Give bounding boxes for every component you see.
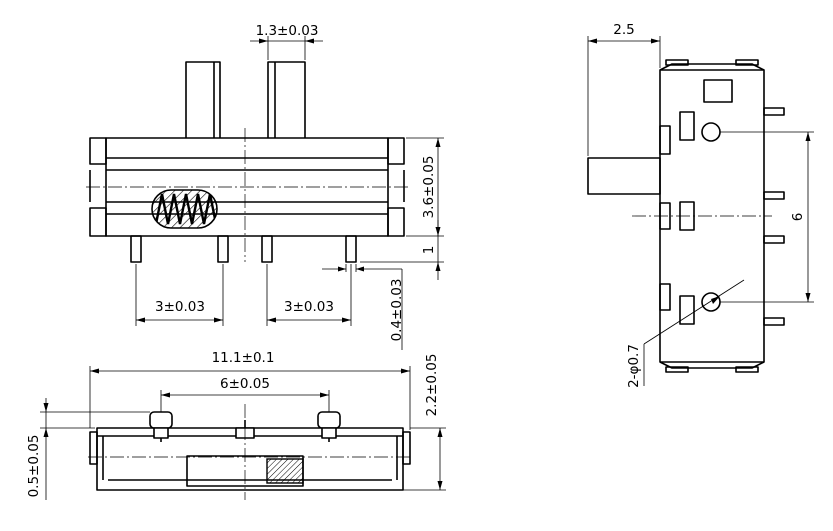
pin-3	[261, 235, 273, 263]
dim-pin-pitch-left: 3±0.03	[155, 299, 205, 315]
right-end-tab	[402, 431, 411, 465]
dim-overall-length: 11.1±0.1	[212, 350, 275, 366]
bottom-view: 11.1±0.1 6±0.05 2.2±0.05 0.5±0.05	[26, 350, 446, 500]
dim-actuator-extension: 2.5	[613, 22, 634, 38]
side-pin-4	[763, 317, 785, 326]
right-upper-tab	[387, 137, 405, 165]
dim-pin-pitch-right: 3±0.03	[284, 299, 334, 315]
terminal-left	[149, 411, 173, 442]
pin-4	[345, 235, 357, 263]
actuator-left-post	[185, 61, 221, 141]
terminal-right	[317, 411, 341, 442]
side-pin-3	[763, 235, 785, 244]
left-end-tab	[89, 431, 98, 465]
dim-body-height: 3.6±0.05	[421, 156, 437, 219]
spring-coil	[154, 193, 217, 225]
dim-base-offset: 0.5±0.05	[26, 435, 42, 498]
dim-actuator-width: 1.3±0.03	[256, 23, 319, 39]
pin-1	[130, 235, 142, 263]
side-pin-2	[763, 191, 785, 200]
dim-total-height: 2.2±0.05	[424, 354, 440, 417]
dim-pin-width: 0.4±0.03	[389, 279, 405, 342]
actuator-u-frame	[186, 61, 306, 151]
slider-knob	[266, 458, 304, 484]
dim-pin-length: 1	[421, 246, 437, 255]
side-view: 2.5 6 2-φ0.7	[587, 22, 814, 388]
left-lower-tab	[89, 207, 107, 237]
dim-hole-pitch: 6	[790, 213, 806, 222]
left-upper-tab	[89, 137, 107, 165]
mounting-hole-upper	[701, 122, 721, 142]
front-view: 1.3±0.03 3.6±0.05 1 3±0.03 3±0.03	[86, 23, 444, 350]
side-pin-1	[763, 107, 785, 116]
pin-2	[217, 235, 229, 263]
dim-hole-diameter: 2-φ0.7	[626, 344, 642, 388]
actuator-side	[587, 157, 661, 195]
right-lower-tab	[387, 207, 405, 237]
dim-center-pitch: 6±0.05	[220, 376, 270, 392]
mounting-hole-lower	[701, 292, 721, 312]
